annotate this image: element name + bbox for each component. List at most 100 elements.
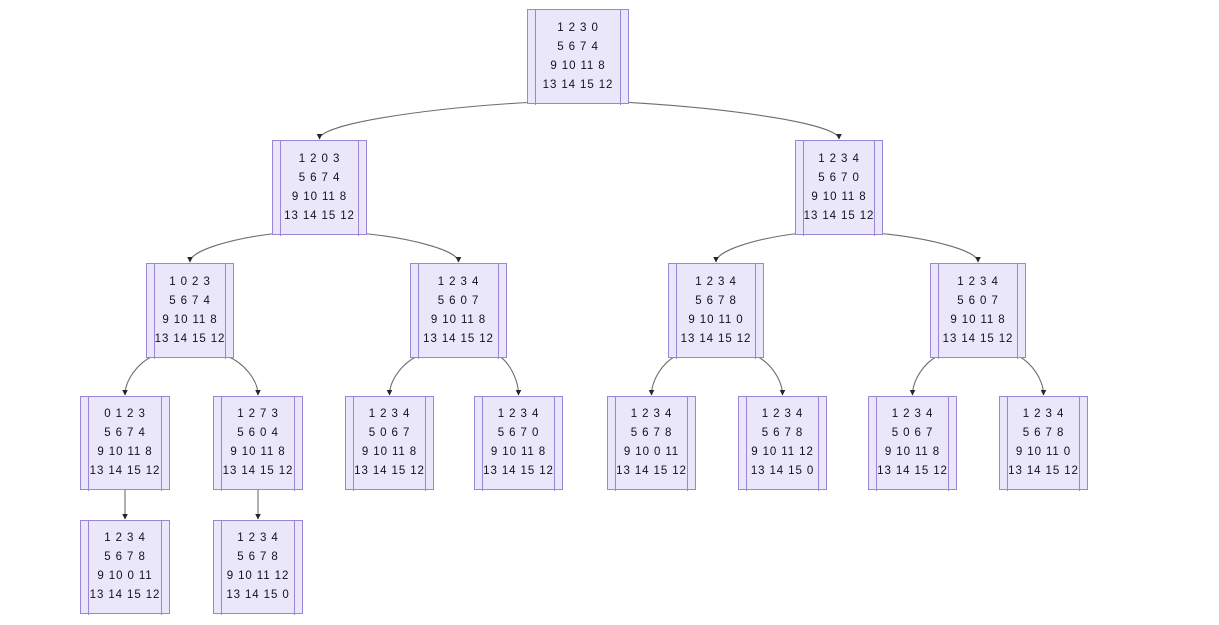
puzzle-row: 13 14 15 12	[284, 209, 355, 222]
puzzle-row: 1 2 3 4	[818, 152, 860, 165]
puzzle-row: 9 10 0 11	[623, 446, 680, 458]
puzzle-row: 1 2 3 4	[695, 275, 737, 288]
tree-node: 1 2 3 4 5 6 0 7 9 10 11 8 13 14 15 12	[930, 262, 1026, 359]
tree-edge	[359, 232, 462, 263]
puzzle-row: 5 6 7 4	[104, 427, 146, 439]
tree-node: 1 2 0 3 5 6 7 4 9 10 11 8 13 14 15 12	[272, 139, 367, 236]
tree-edge	[756, 355, 786, 396]
tree-node: 1 2 3 4 5 6 7 8 9 10 0 11 13 14 15 12	[607, 395, 696, 491]
tree-node: 1 2 3 4 5 6 7 8 9 10 11 0 13 14 15 12	[999, 395, 1088, 491]
puzzle-row: 1 2 3 0	[557, 21, 599, 34]
puzzle-row: 9 10 11 8	[430, 313, 487, 326]
puzzle-row: 5 6 7 8	[237, 551, 279, 563]
puzzle-row: 1 0 2 3	[169, 275, 211, 288]
tree-edge	[386, 355, 418, 396]
puzzle-row: 5 6 7 4	[298, 171, 341, 184]
tree-edge	[620, 101, 842, 140]
puzzle-row: 1 2 3 4	[104, 532, 146, 544]
tree-edge	[498, 355, 522, 396]
puzzle-row: 5 0 6 7	[891, 427, 934, 439]
puzzle-row: 5 6 7 8	[695, 294, 737, 307]
puzzle-row: 9 10 11 8	[291, 190, 348, 203]
tree-edge	[226, 355, 261, 396]
puzzle-row: 5 0 6 7	[368, 427, 411, 439]
puzzle-row: 13 14 15 12	[1008, 465, 1079, 477]
puzzle-row: 1 2 3 4	[957, 275, 999, 288]
puzzle-row: 1 2 3 4	[437, 275, 480, 288]
puzzle-row: 13 14 15 12	[680, 332, 752, 345]
tree-node: 0 1 2 3 5 6 7 4 9 10 11 8 13 14 15 12	[80, 395, 170, 491]
puzzle-row: 5 6 7 4	[169, 294, 211, 307]
puzzle-row: 9 10 11 8	[97, 446, 153, 458]
puzzle-row: 9 10 11 8	[490, 446, 547, 458]
puzzle-row: 5 6 7 8	[1022, 427, 1065, 439]
tree-edge	[648, 355, 676, 396]
puzzle-row: 13 14 15 12	[803, 209, 875, 222]
puzzle-row: 0 1 2 3	[104, 408, 146, 420]
puzzle-row: 1 2 7 3	[237, 408, 279, 420]
puzzle-grid: 1 2 3 4 5 6 7 8 9 10 11 0 13 14 15 12	[1008, 405, 1079, 481]
puzzle-row: 13 14 15 12	[877, 465, 948, 477]
puzzle-grid: 0 1 2 3 5 6 7 4 9 10 11 8 13 14 15 12	[90, 405, 161, 481]
puzzle-row: 13 14 15 12	[354, 465, 425, 477]
tree-edge	[316, 101, 536, 140]
puzzle-grid: 1 2 0 3 5 6 7 4 9 10 11 8 13 14 15 12	[284, 150, 355, 226]
puzzle-row: 9 10 11 8	[230, 446, 286, 458]
puzzle-row: 9 10 11 12	[751, 446, 814, 458]
puzzle-row: 5 6 7 0	[497, 427, 540, 439]
puzzle-row: 9 10 11 8	[884, 446, 941, 458]
puzzle-row: 1 2 3 4	[368, 408, 411, 420]
tree-edge	[1018, 355, 1047, 396]
puzzle-row: 5 6 7 0	[818, 171, 860, 184]
puzzle-row: 13 14 15 12	[942, 332, 1014, 345]
puzzle-row: 1 2 3 4	[497, 408, 540, 420]
puzzle-grid: 1 2 3 4 5 0 6 7 9 10 11 8 13 14 15 12	[354, 405, 425, 481]
puzzle-row: 1 2 3 4	[630, 408, 673, 420]
puzzle-row: 13 14 15 12	[483, 465, 554, 477]
puzzle-row: 5 6 7 8	[630, 427, 673, 439]
puzzle-row: 5 6 7 8	[761, 427, 804, 439]
puzzle-row: 13 14 15 12	[222, 465, 294, 477]
tree-edge	[713, 232, 803, 263]
tree-node: 1 2 3 4 5 0 6 7 9 10 11 8 13 14 15 12	[345, 395, 434, 491]
puzzle-row: 13 14 15 0	[226, 589, 290, 601]
puzzle-row: 1 2 0 3	[298, 152, 341, 165]
puzzle-row: 9 10 11 8	[550, 59, 606, 72]
puzzle-row: 13 14 15 12	[89, 465, 161, 477]
tree-edge	[909, 355, 938, 396]
puzzle-row: 13 14 15 12	[423, 332, 494, 345]
puzzle-row: 5 6 7 4	[557, 40, 599, 53]
puzzle-row: 1 2 3 4	[1022, 408, 1065, 420]
puzzle-grid: 1 2 3 4 5 6 7 8 9 10 0 11 13 14 15 12	[616, 405, 687, 481]
tree-edge	[122, 355, 154, 396]
puzzle-grid: 1 2 3 0 5 6 7 4 9 10 11 8 13 14 15 12	[543, 19, 614, 95]
puzzle-row: 9 10 11 8	[950, 313, 1006, 326]
puzzle-grid: 1 2 3 4 5 6 7 0 9 10 11 8 13 14 15 12	[483, 405, 554, 481]
puzzle-row: 1 2 3 4	[761, 408, 804, 420]
tree-edge	[187, 232, 280, 263]
puzzle-row: 9 10 0 11	[97, 570, 153, 582]
puzzle-row: 13 14 15 12	[542, 78, 614, 91]
puzzle-grid: 1 2 3 4 5 6 0 7 9 10 11 8 13 14 15 12	[943, 273, 1014, 349]
puzzle-row: 9 10 11 0	[688, 313, 744, 326]
puzzle-row: 5 6 0 7	[437, 294, 480, 307]
puzzle-row: 13 14 15 0	[750, 465, 815, 477]
puzzle-row: 5 6 7 8	[104, 551, 146, 563]
puzzle-row: 5 6 0 7	[957, 294, 999, 307]
puzzle-row: 9 10 11 8	[361, 446, 418, 458]
tree-node: 1 2 3 4 5 6 7 0 9 10 11 8 13 14 15 12	[474, 395, 563, 491]
puzzle-row: 9 10 11 0	[1015, 446, 1072, 458]
puzzle-row: 13 14 15 12	[616, 465, 687, 477]
puzzle-grid: 1 2 3 4 5 6 0 7 9 10 11 8 13 14 15 12	[423, 273, 494, 349]
